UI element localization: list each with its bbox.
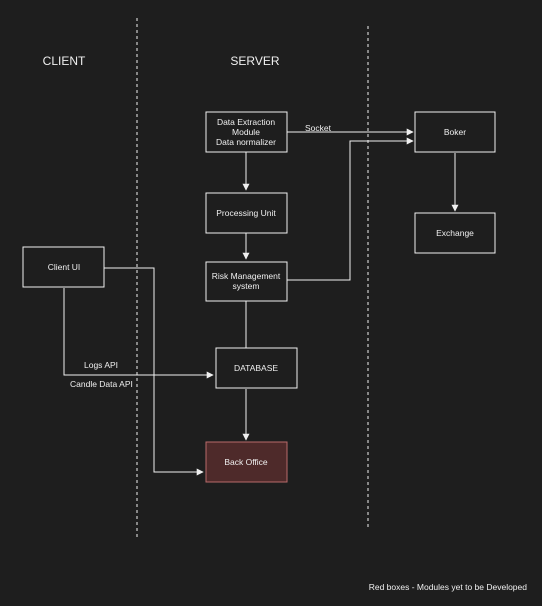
- broker-node[interactable]: Boker: [414, 111, 496, 153]
- node-label-line: Risk Management: [212, 271, 281, 281]
- node-label-line: system: [233, 281, 260, 291]
- database-label: DATABASE: [234, 363, 278, 373]
- client-ui-node[interactable]: Client UI: [22, 246, 105, 288]
- legend-note: Red boxes - Modules yet to be Developed: [369, 582, 528, 592]
- node-label-line: Processing Unit: [216, 208, 276, 218]
- exchange-label: Exchange: [436, 228, 474, 238]
- broker-label: Boker: [444, 127, 466, 137]
- processing-unit-node[interactable]: Processing Unit: [205, 192, 288, 234]
- node-label-line: Boker: [444, 127, 466, 137]
- node-label-line: Data normalizer: [216, 137, 276, 147]
- node-label-line: Module: [232, 127, 260, 137]
- exchange-node[interactable]: Exchange: [414, 212, 496, 254]
- node-label-line: Client UI: [48, 262, 81, 272]
- client-zone-header: CLIENT: [43, 54, 86, 68]
- socket-label: Socket: [305, 123, 332, 133]
- node-label-line: Back Office: [224, 457, 268, 467]
- node-label-line: DATABASE: [234, 363, 278, 373]
- edge-client-ui-to-back-office: [104, 267, 204, 476]
- database-node[interactable]: DATABASE: [215, 347, 298, 389]
- edge-client-ui-to-database: [63, 288, 214, 379]
- candle-data-api-label: Candle Data API: [70, 379, 133, 389]
- back-office-node[interactable]: Back Office: [205, 441, 288, 483]
- client-ui-label: Client UI: [48, 262, 81, 272]
- edge-risk-to-broker: [287, 137, 414, 281]
- back-office-label: Back Office: [224, 457, 268, 467]
- logs-api-label: Logs API: [84, 360, 118, 370]
- node-label-line: Data Extraction: [217, 117, 275, 127]
- processing-unit-label: Processing Unit: [216, 208, 276, 218]
- server-zone-header: SERVER: [230, 54, 279, 68]
- node-label-line: Exchange: [436, 228, 474, 238]
